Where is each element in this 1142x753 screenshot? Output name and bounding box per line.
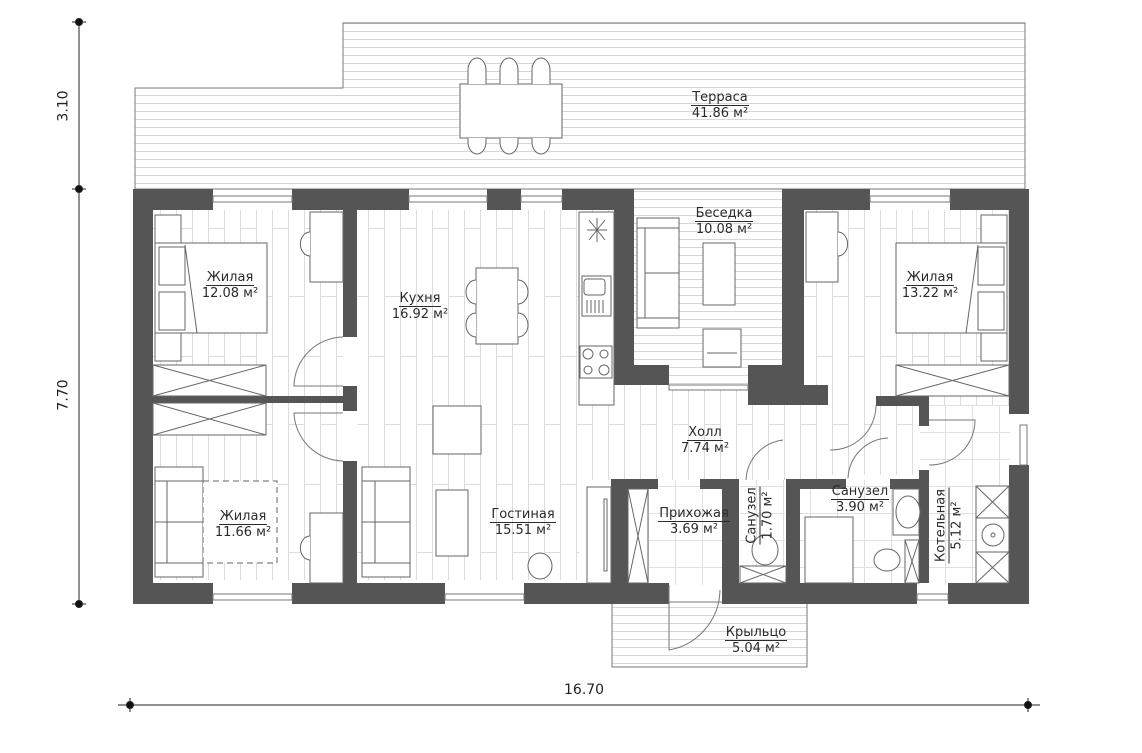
room-name: Терраса xyxy=(691,90,749,106)
room-label-boiler: Котельная 5.12 м² xyxy=(934,481,965,571)
room-name: Прихожая xyxy=(658,506,730,522)
room-area: 15.51 м² xyxy=(494,523,552,538)
room-area: 10.08 м² xyxy=(695,222,753,237)
room-label-bathroom: Санузел 3.90 м² xyxy=(820,484,900,515)
room-area: 12.08 м² xyxy=(201,286,259,301)
room-area: 13.22 м² xyxy=(901,286,959,301)
room-name: Жилая xyxy=(905,270,955,286)
room-name: Холл xyxy=(687,425,723,441)
dining-table xyxy=(475,267,519,345)
room-label-bedroom-1: Жилая 12.08 м² xyxy=(190,270,270,302)
room-label-hall: Холл 7.74 м² xyxy=(665,425,745,457)
room-area: 16.92 м² xyxy=(391,307,449,322)
room-name: Кухня xyxy=(398,291,442,307)
porch-deck xyxy=(611,601,808,668)
room-label-kitchen: Кухня 16.92 м² xyxy=(380,291,460,323)
room-label-bedroom-3: Жилая 11.66 м² xyxy=(203,509,283,541)
room-label-wc-small: Санузел 1.70 м² xyxy=(745,476,776,556)
room-name: Жилая xyxy=(218,509,268,525)
room-label-porch: Крыльцо 5.04 м² xyxy=(716,625,796,656)
room-name: Санузел xyxy=(830,484,890,500)
dimension-lines xyxy=(72,18,1040,712)
room-area: 1.70 м² xyxy=(760,491,776,540)
room-name: Крыльцо xyxy=(724,625,788,641)
dimension-house-width: 16.70 xyxy=(564,682,605,698)
room-name: Беседка xyxy=(694,206,754,222)
room-name: Гостиная xyxy=(490,507,556,523)
room-label-bedroom-2: Жилая 13.22 м² xyxy=(890,270,970,302)
gazebo-table xyxy=(702,242,736,306)
gazebo-sofa xyxy=(636,217,680,329)
room-area: 3.90 м² xyxy=(835,500,885,515)
walls xyxy=(133,189,1029,604)
room-label-living: Гостиная 15.51 м² xyxy=(483,507,563,538)
room-name: Котельная xyxy=(933,488,950,564)
room-area: 41.86 м² xyxy=(691,106,749,121)
door-swings xyxy=(293,336,976,651)
room-area: 11.66 м² xyxy=(214,525,272,540)
room-label-gazebo: Беседка 10.08 м² xyxy=(684,206,764,237)
room-area: 5.04 м² xyxy=(731,641,781,656)
furniture xyxy=(152,57,1010,584)
room-area: 3.69 м² xyxy=(669,522,719,537)
room-label-entrance: Прихожая 3.69 м² xyxy=(654,506,734,537)
room-name: Санузел xyxy=(744,486,761,545)
terrace-table xyxy=(459,83,563,139)
room-area: 5.12 м² xyxy=(949,501,965,550)
room-name: Жилая xyxy=(205,270,255,286)
windows xyxy=(212,195,1028,601)
dimension-terrace-depth: 3.10 xyxy=(55,90,72,122)
room-label-terrace: Терраса 41.86 м² xyxy=(680,90,760,121)
terrace-deck xyxy=(134,22,1026,190)
room-area: 7.74 м² xyxy=(680,441,730,456)
dimension-house-depth: 7.70 xyxy=(55,379,72,411)
